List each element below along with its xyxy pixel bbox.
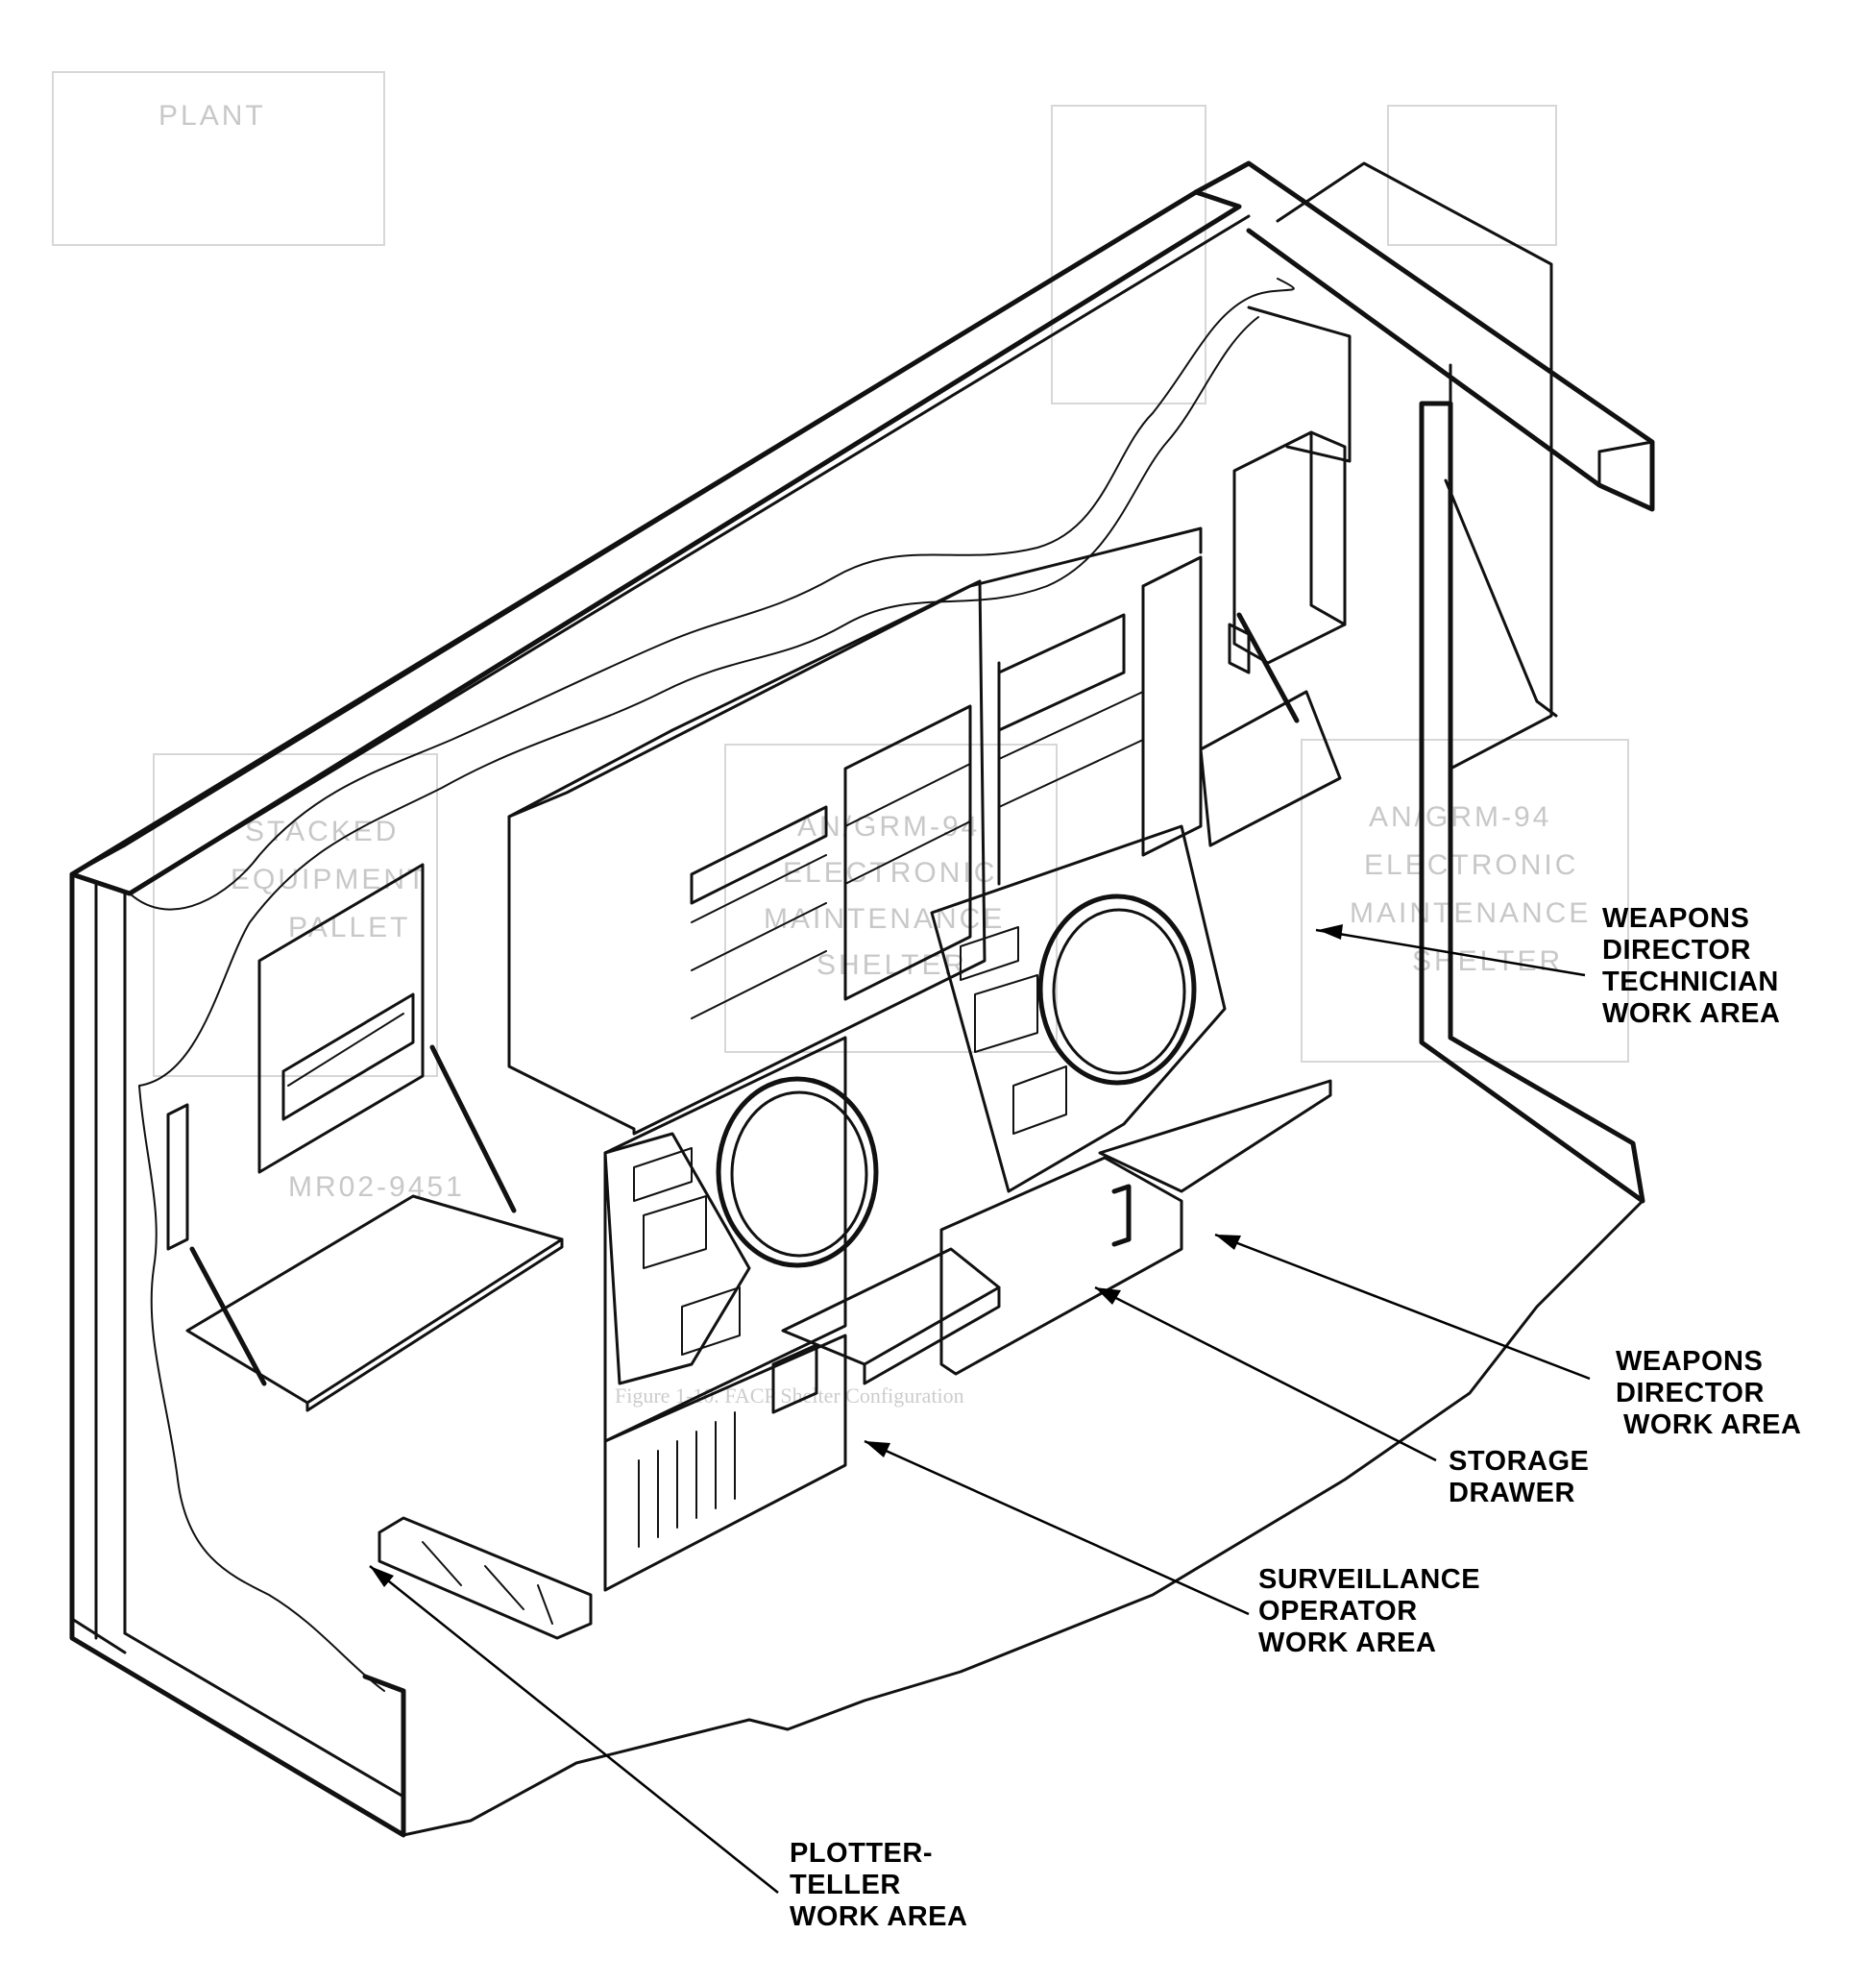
bleed-through-left-line-2: EQUIPMENT [231, 864, 427, 895]
cutaway-break-line-upper [129, 278, 1295, 911]
leader-surveillance-operator [864, 1439, 1250, 1616]
callout-storage-drawer-line-1: STORAGE [1449, 1446, 1589, 1477]
storage-drawer-handle [1111, 1184, 1132, 1247]
callout-weapons-director: WEAPONS DIRECTOR WORK AREA [1616, 1346, 1801, 1440]
callout-plotter-teller-line-1: PLOTTER- [790, 1838, 933, 1869]
arrowhead-weapons-director [1215, 1235, 1241, 1250]
callout-surveillance-operator: SURVEILLANCE OPERATOR WORK AREA [1258, 1564, 1489, 1658]
right-console-buttons [960, 926, 1067, 1135]
center-desk-front [863, 1285, 1001, 1385]
rear-wall-floor-edge [123, 1631, 405, 1799]
bleed-through-top-box-label: PLANT [158, 100, 266, 132]
central-console [507, 526, 1332, 1592]
right-radar-scope-outer [1037, 894, 1197, 1086]
leader-weapons-director-technician [1315, 928, 1586, 977]
callout-surveillance-operator-line-3: WORK AREA [1258, 1628, 1436, 1658]
wall-cabinet-left-window [281, 992, 415, 1121]
leader-storage-drawer [1094, 1285, 1437, 1462]
callout-weapons-director-technician-line-3: TECHNICIAN [1602, 967, 1779, 997]
roof-beam-top [70, 190, 1251, 895]
arrowhead-storage-drawer [1095, 1287, 1121, 1305]
right-console-body [930, 824, 1227, 1193]
lower-console-panel-unit [603, 1334, 847, 1592]
tech-wall-cabinet [1232, 430, 1347, 665]
callout-weapons-director-technician-line-4: WORK AREA [1602, 998, 1780, 1029]
callout-weapons-director-line-1: WEAPONS [1616, 1346, 1763, 1377]
bleed-through-right-line-1: AN/GRM-94 [1369, 801, 1551, 833]
side-cabinet-left [166, 1103, 189, 1251]
callout-weapons-director-technician-line-2: DIRECTOR [1602, 935, 1751, 966]
bleed-through-middle-line-3: MAINTENANCE [764, 903, 1005, 935]
left-console-buttons [633, 1147, 741, 1356]
right-exterior-box [1276, 161, 1553, 771]
left-console-body [603, 1036, 847, 1443]
right-desk-shelf [1098, 1079, 1332, 1193]
bleed-through-right-line-2: ELECTRONIC [1364, 849, 1578, 881]
arrowhead-plotter-teller [370, 1566, 394, 1587]
desk-shelf-left [185, 1194, 564, 1405]
callout-storage-drawer: STORAGE DRAWER [1449, 1446, 1597, 1508]
left-radar-scope-outer [716, 1076, 879, 1268]
desk-brace-left-2 [429, 1044, 517, 1213]
bleed-through-right-line-3: MAINTENANCE [1350, 897, 1591, 929]
callout-storage-drawer-line-2: DRAWER [1449, 1478, 1575, 1508]
callout-surveillance-operator-line-1: SURVEILLANCE [1258, 1564, 1480, 1595]
callout-weapons-director-line-2: DIRECTOR [1616, 1378, 1765, 1408]
shelter-structure [69, 160, 1655, 1838]
callout-surveillance-operator-line-2: OPERATOR [1258, 1596, 1418, 1627]
rack-divider-lines [691, 691, 1144, 1019]
callout-weapons-director-line-3: WORK AREA [1623, 1409, 1801, 1440]
cutaway-break-line-left [138, 1085, 385, 1692]
right-door-brace [1444, 478, 1558, 718]
callout-plotter-teller-line-2: TELLER [790, 1870, 901, 1900]
lower-console-small-panel [771, 1343, 818, 1414]
rack-panel-2 [843, 704, 972, 1001]
tech-upper-panel [1247, 306, 1352, 463]
leader-plotter-teller [369, 1565, 779, 1894]
bleed-through-left-line-3: PALLET [288, 912, 411, 943]
right-roof-beam-end [1597, 440, 1654, 487]
upper-equipment-rack-top [507, 526, 1203, 819]
right-roof-beam [1193, 160, 1655, 512]
bleed-through-caption: Figure 1-10. FACP Shelter Configuration [615, 1383, 964, 1408]
bleed-through-serial: MR02-9451 [288, 1171, 465, 1203]
wall-cabinet-left-inner [287, 1013, 404, 1087]
rack-panel-3 [997, 613, 1126, 732]
lower-console-slots [638, 1411, 736, 1548]
wall-cabinet-left [257, 863, 425, 1174]
rack-column-2 [997, 584, 1145, 886]
floor-edge [402, 1199, 1645, 1837]
arrowhead-surveillance-operator [865, 1441, 890, 1457]
callout-labels: WEAPONS DIRECTOR TECHNICIAN WORK AREA WE… [790, 903, 1801, 1932]
right-door-frame [1419, 401, 1645, 1204]
left-radar-scope-inner [730, 1090, 868, 1258]
rack-column [1141, 555, 1203, 857]
left-console-face [603, 1132, 751, 1385]
storage-drawer-unit [939, 1156, 1183, 1376]
roof-beam [69, 189, 1242, 896]
footrest-tray-dividers [422, 1541, 553, 1625]
callout-weapons-director-technician: WEAPONS DIRECTOR TECHNICIAN WORK AREA [1602, 903, 1787, 1029]
desk-shelf-left-front [305, 1237, 564, 1412]
tech-side-bracket [1228, 623, 1251, 674]
callout-plotter-teller-line-3: WORK AREA [790, 1901, 967, 1932]
callout-plotter-teller: PLOTTER- TELLER WORK AREA [790, 1838, 967, 1932]
desk-brace-left-1 [189, 1246, 267, 1386]
plotter-teller-area [166, 863, 593, 1640]
tech-desk-shelf [1199, 690, 1342, 847]
arrowhead-weapons-director-technician [1318, 924, 1343, 940]
cutaway-break-line-lower [138, 316, 1259, 1087]
left-end-wall [69, 871, 406, 1838]
tech-wall-cabinet-front [1309, 430, 1347, 626]
left-end-wall-inner [70, 882, 127, 1654]
callout-leaders [369, 924, 1591, 1894]
rack-panel-1 [690, 805, 828, 905]
footrest-tray [378, 1516, 593, 1640]
technician-area [1199, 306, 1352, 847]
callout-weapons-director-technician-line-1: WEAPONS [1602, 903, 1749, 934]
right-radar-scope-inner [1052, 908, 1186, 1075]
leader-weapons-director [1214, 1233, 1591, 1381]
upper-equipment-rack [507, 579, 987, 1136]
